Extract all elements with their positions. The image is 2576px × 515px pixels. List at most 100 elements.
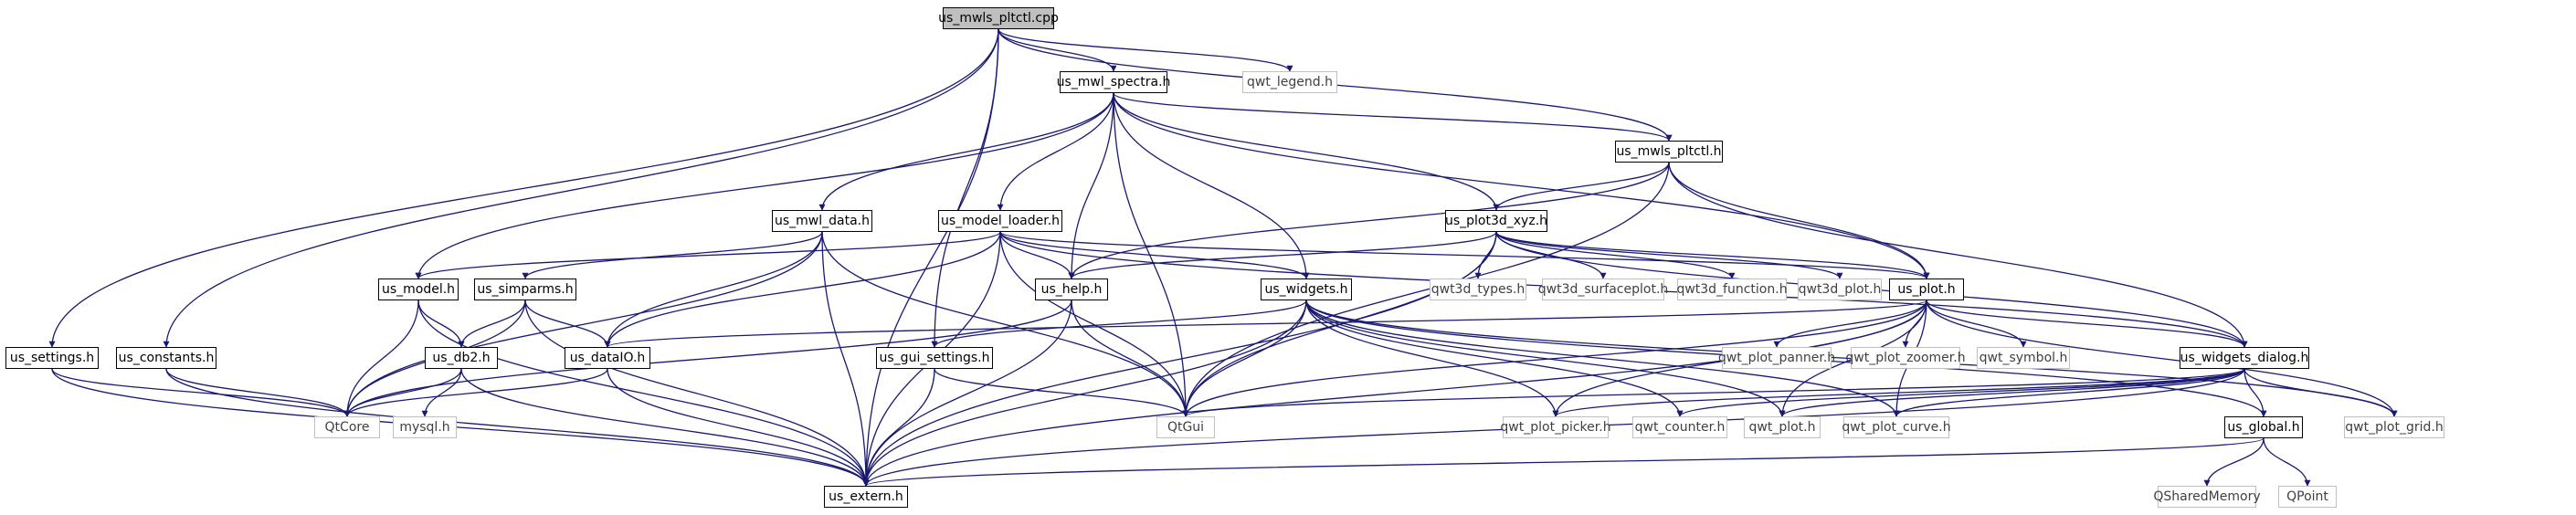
edge-us_widgets_h-to-us_extern_h <box>862 300 1307 487</box>
node-us-global-h[interactable]: us_global.h <box>2224 416 2303 438</box>
edge-us_mwl_spectra_h-to-us_plot_h <box>1113 92 1930 279</box>
node-qwt-legend-h: qwt_legend.h <box>1242 71 1337 93</box>
edge-us_mwls_pltctl_cpp-to-qwt_legend_h <box>998 28 1293 72</box>
edge-us_plot3d_xyz_h-to-us_help_h <box>1068 231 1497 279</box>
edge-us_help_h-to-QtGui <box>1071 300 1189 417</box>
edge-us_settings_h-to-QtCore <box>51 368 351 417</box>
edge-us_widgets_dialog_h-to-qwt_plot_h <box>1779 368 2245 417</box>
edge-us_plot_h-to-qwt_plot_panner_h <box>1773 300 1927 348</box>
node-us-help-h[interactable]: us_help.h <box>1035 279 1108 300</box>
edge-us_widgets_dialog_h-to-us_global_h <box>2243 368 2267 417</box>
edge-us_gui_settings_h-to-QtGui <box>934 368 1189 417</box>
edge-us_mwl_spectra_h-to-us_help_h <box>1068 92 1114 279</box>
node-qwt3d-surfaceplot-h: qwt3d_surfaceplot.h <box>1538 279 1668 300</box>
node-us-constants-h[interactable]: us_constants.h <box>116 347 216 369</box>
edge-us_plot3d_xyz_h-to-us_plot_h <box>1495 231 1930 279</box>
edge-us_gui_settings_h-to-us_extern_h <box>862 368 935 487</box>
node-qwt-symbol-h: qwt_symbol.h <box>1977 347 2070 369</box>
edge-us_widgets_dialog_h-to-qwt_plot_picker_h <box>1552 368 2245 417</box>
edge-us_model_loader_h-to-us_widgets_h <box>999 231 1310 279</box>
node-us-plot-h[interactable]: us_plot.h <box>1889 279 1964 300</box>
node-mysql-h: mysql.h <box>393 416 457 438</box>
edge-us_widgets_h-to-QtGui <box>1182 300 1307 417</box>
edge-us_mwls_pltctl_h-to-QtGui <box>1182 162 1670 417</box>
edge-us_mwls_pltctl_cpp-to-us_constants_h <box>163 28 999 348</box>
edge-us_model_loader_h-to-QtGui <box>999 231 1189 417</box>
node-qwt-plot-grid-h: qwt_plot_grid.h <box>2344 416 2444 438</box>
edge-us_widgets_h-to-qwt_plot_h <box>1305 300 1786 417</box>
node-qwt-plot-picker-h: qwt_plot_picker.h <box>1500 416 1611 438</box>
edge-us_db2_h-to-QtCore <box>343 368 462 417</box>
node-us-model-h[interactable]: us_model.h <box>378 279 459 300</box>
node-us-extern-h[interactable]: us_extern.h <box>824 486 908 508</box>
node-us-simparms-h[interactable]: us_simparms.h <box>474 279 576 300</box>
edge-us_widgets_dialog_h-to-qwt_plot_grid_h <box>2243 368 2398 417</box>
node-qwt3d-types-h: qwt3d_types.h <box>1430 279 1526 300</box>
edge-us_help_h-to-QtCore <box>343 300 1072 417</box>
node-us-widgets-h[interactable]: us_widgets.h <box>1261 279 1352 300</box>
edge-us_plot_h-to-QtGui <box>1182 300 1927 417</box>
edge-us_widgets_dialog_h-to-qwt_plot_curve_h <box>1893 368 2245 417</box>
node-qsharedmemory: QSharedMemory <box>2153 486 2261 508</box>
edge-us_plot_h-to-qwt_symbol_h <box>1926 300 2027 348</box>
node-qwt3d-function-h: qwt3d_function.h <box>1676 279 1788 300</box>
node-qwt-counter-h: qwt_counter.h <box>1632 416 1727 438</box>
node-us-mwls-pltctl-h[interactable]: us_mwls_pltctl.h <box>1615 141 1723 163</box>
edge-us_db2_h-to-us_extern_h <box>460 368 870 487</box>
edge-us_mwls_pltctl_h-to-us_plot_h <box>1668 162 1930 279</box>
edge-us_mwls_pltctl_cpp-to-us_mwl_spectra_h <box>998 28 1117 72</box>
node-qtgui: QtGui <box>1156 416 1215 438</box>
node-qwt-plot-zoomer-h: qwt_plot_zoomer.h <box>1845 347 1966 369</box>
edge-us_mwl_data_h-to-QtGui <box>821 231 1189 417</box>
edge-us_widgets_h-to-qwt_plot_picker_h <box>1305 300 1559 417</box>
edge-us_widgets_dialog_h-to-qwt_counter_h <box>1676 368 2245 417</box>
edge-us_model_h-to-us_extern_h <box>417 300 870 487</box>
edge-us_plot3d_xyz_h-to-qwt3d_function_h <box>1495 231 1736 279</box>
node-us-dataio-h[interactable]: us_dataIO.h <box>565 347 650 369</box>
edge-us_model_loader_h-to-us_model_h <box>415 231 1001 279</box>
edge-us_constants_h-to-QtCore <box>165 368 351 417</box>
node-us-mwls-pltctl-cpp[interactable]: us_mwls_pltctl.cpp <box>938 7 1059 29</box>
node-qpoint: QPoint <box>2278 486 2337 508</box>
edge-us_mwls_pltctl_h-to-us_help_h <box>1068 162 1670 279</box>
edge-us_global_h-to-QSharedMemory <box>2203 437 2265 487</box>
node-qwt-plot-h: qwt_plot.h <box>1744 416 1821 438</box>
node-us-db2-h[interactable]: us_db2.h <box>425 347 498 369</box>
edge-us_mwl_spectra_h-to-us_model_loader_h <box>997 92 1114 211</box>
edge-us_plot_h-to-qwt_plot_zoomer_h <box>1902 300 1927 348</box>
edge-us_global_h-to-QPoint <box>2263 437 2311 487</box>
edge-us_mwl_data_h-to-us_simparms_h <box>522 231 823 279</box>
node-qwt3d-plot-h: qwt3d_plot.h <box>1798 279 1882 300</box>
edge-us_mwls_pltctl_h-to-us_plot3d_xyz_h <box>1493 162 1670 211</box>
node-us-mwl-spectra-h[interactable]: us_mwl_spectra.h <box>1057 71 1170 93</box>
node-qwt-plot-panner-h: qwt_plot_panner.h <box>1718 347 1835 369</box>
edge-us_dataIO_h-to-us_extern_h <box>607 368 870 487</box>
node-us-gui-settings-h[interactable]: us_gui_settings.h <box>876 347 993 369</box>
edge-us_model_loader_h-to-us_plot_h <box>999 231 1930 279</box>
edge-us_model_loader_h-to-us_help_h <box>999 231 1075 279</box>
edge-us_mwl_data_h-to-us_dataIO_h <box>604 231 823 348</box>
node-us-settings-h[interactable]: us_settings.h <box>5 347 99 369</box>
edge-us_mwls_pltctl_h-to-us_widgets_dialog_h <box>1668 162 2248 348</box>
edge-us_widgets_h-to-us_gui_settings_h <box>931 300 1307 348</box>
edge-us_dataIO_h-to-QtCore <box>343 368 608 417</box>
edge-us_mwl_spectra_h-to-us_plot3d_xyz_h <box>1113 92 1500 211</box>
edge-us_mwl_data_h-to-us_extern_h <box>821 231 870 487</box>
edge-us_mwl_spectra_h-to-us_model_h <box>415 92 1114 279</box>
edge-us_help_h-to-us_extern_h <box>862 300 1072 487</box>
node-us-plot3d-xyz-h[interactable]: us_plot3d_xyz.h <box>1445 210 1547 232</box>
edge-us_plot_h-to-qwt_plot_grid_h <box>1926 300 2398 417</box>
node-us-mwl-data-h[interactable]: us_mwl_data.h <box>772 210 872 232</box>
edge-us_global_h-to-us_extern_h <box>862 437 2265 487</box>
edge-us_plot_h-to-us_dataIO_h <box>604 300 1927 348</box>
edge-us_plot_h-to-us_widgets_dialog_h <box>1926 300 2248 348</box>
node-us-widgets-dialog-h[interactable]: us_widgets_dialog.h <box>2180 347 2309 369</box>
edge-us_widgets_h-to-qwt_counter_h <box>1305 300 1684 417</box>
edge-us_widgets_dialog_h-to-QtGui <box>1182 368 2245 417</box>
edge-us_mwl_spectra_h-to-us_mwls_pltctl_h <box>1113 92 1673 142</box>
edge-us_mwls_pltctl_cpp-to-us_extern_h <box>862 28 999 487</box>
edge-us_model_h-to-us_db2_h <box>417 300 465 348</box>
node-us-model-loader-h[interactable]: us_model_loader.h <box>938 210 1062 232</box>
